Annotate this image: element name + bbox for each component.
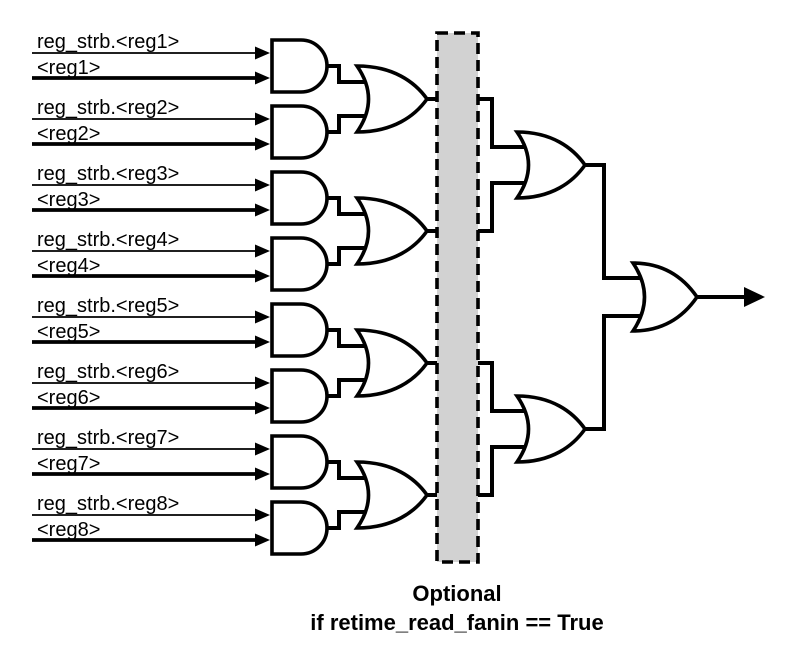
strb-arrowhead-icon-5 (255, 310, 270, 324)
and-gate-7 (270, 434, 329, 490)
wire-and7-to-or4 (327, 460, 370, 480)
and-gate-2 (270, 104, 329, 160)
wire-and5-to-or3 (327, 328, 370, 348)
or-gate-final (629, 261, 700, 333)
or-gate-stage1-1 (353, 64, 430, 134)
and-gate-8 (270, 500, 329, 556)
or-gate-stage1-2 (353, 196, 430, 266)
wire-and6-to-or3 (327, 378, 370, 398)
strb-arrowhead-icon-3 (255, 178, 270, 192)
and-gate-6 (270, 368, 329, 424)
wire-and2-to-or1 (327, 114, 370, 134)
or-gate-stage1-3 (353, 328, 430, 398)
reg-label-2: <reg2> (37, 123, 100, 145)
reg-arrowhead-icon-3 (255, 203, 270, 217)
strb-arrowhead-icon-4 (255, 244, 270, 258)
reg-arrowhead-icon-1 (255, 71, 270, 85)
and-gate-1 (270, 38, 329, 94)
reg-arrowhead-icon-6 (255, 401, 270, 415)
strb-label-5: reg_strb.<reg5> (37, 295, 179, 317)
optional-retime-box (435, 31, 480, 564)
output-arrowhead-icon (744, 287, 765, 307)
wire-and1-to-or1 (327, 64, 370, 84)
reg-label-7: <reg7> (37, 453, 100, 475)
wire-or6-to-final (585, 314, 650, 431)
reg-arrowhead-icon-4 (255, 269, 270, 283)
reg-label-3: <reg3> (37, 189, 100, 211)
reg-arrowhead-icon-2 (255, 137, 270, 151)
wire-and4-to-or2 (327, 246, 370, 266)
strb-arrowhead-icon-2 (255, 112, 270, 126)
reg-label-1: <reg1> (37, 57, 100, 79)
strb-arrowhead-icon-6 (255, 376, 270, 390)
wire-and8-to-or4 (327, 510, 370, 530)
strb-arrowhead-icon-1 (255, 46, 270, 60)
and-gate-5 (270, 302, 329, 358)
strb-label-7: reg_strb.<reg7> (37, 427, 179, 449)
wire-or5-to-final (585, 163, 650, 280)
and-gate-3 (270, 170, 329, 226)
reg-arrowhead-icon-8 (255, 533, 270, 547)
strb-label-1: reg_strb.<reg1> (37, 31, 179, 53)
caption-line2: if retime_read_fanin == True (310, 610, 603, 635)
or-gate-stage2-1 (513, 130, 588, 200)
strb-label-6: reg_strb.<reg6> (37, 361, 179, 383)
strb-label-8: reg_strb.<reg8> (37, 493, 179, 515)
and-gate-4 (270, 236, 329, 292)
reg-label-8: <reg8> (37, 519, 100, 541)
strb-label-4: reg_strb.<reg4> (37, 229, 179, 251)
strb-label-2: reg_strb.<reg2> (37, 97, 179, 119)
or-gate-stage2-2 (513, 394, 588, 464)
strb-label-3: reg_strb.<reg3> (37, 163, 179, 185)
or-gate-stage1-4 (353, 460, 430, 530)
reg-label-6: <reg6> (37, 387, 100, 409)
reg-label-4: <reg4> (37, 255, 100, 277)
reg-label-5: <reg5> (37, 321, 100, 343)
wire-and3-to-or2 (327, 196, 370, 216)
strb-arrowhead-icon-8 (255, 508, 270, 522)
strb-arrowhead-icon-7 (255, 442, 270, 456)
reg-arrowhead-icon-7 (255, 467, 270, 481)
caption-line1: Optional (412, 581, 501, 606)
reg-arrowhead-icon-5 (255, 335, 270, 349)
